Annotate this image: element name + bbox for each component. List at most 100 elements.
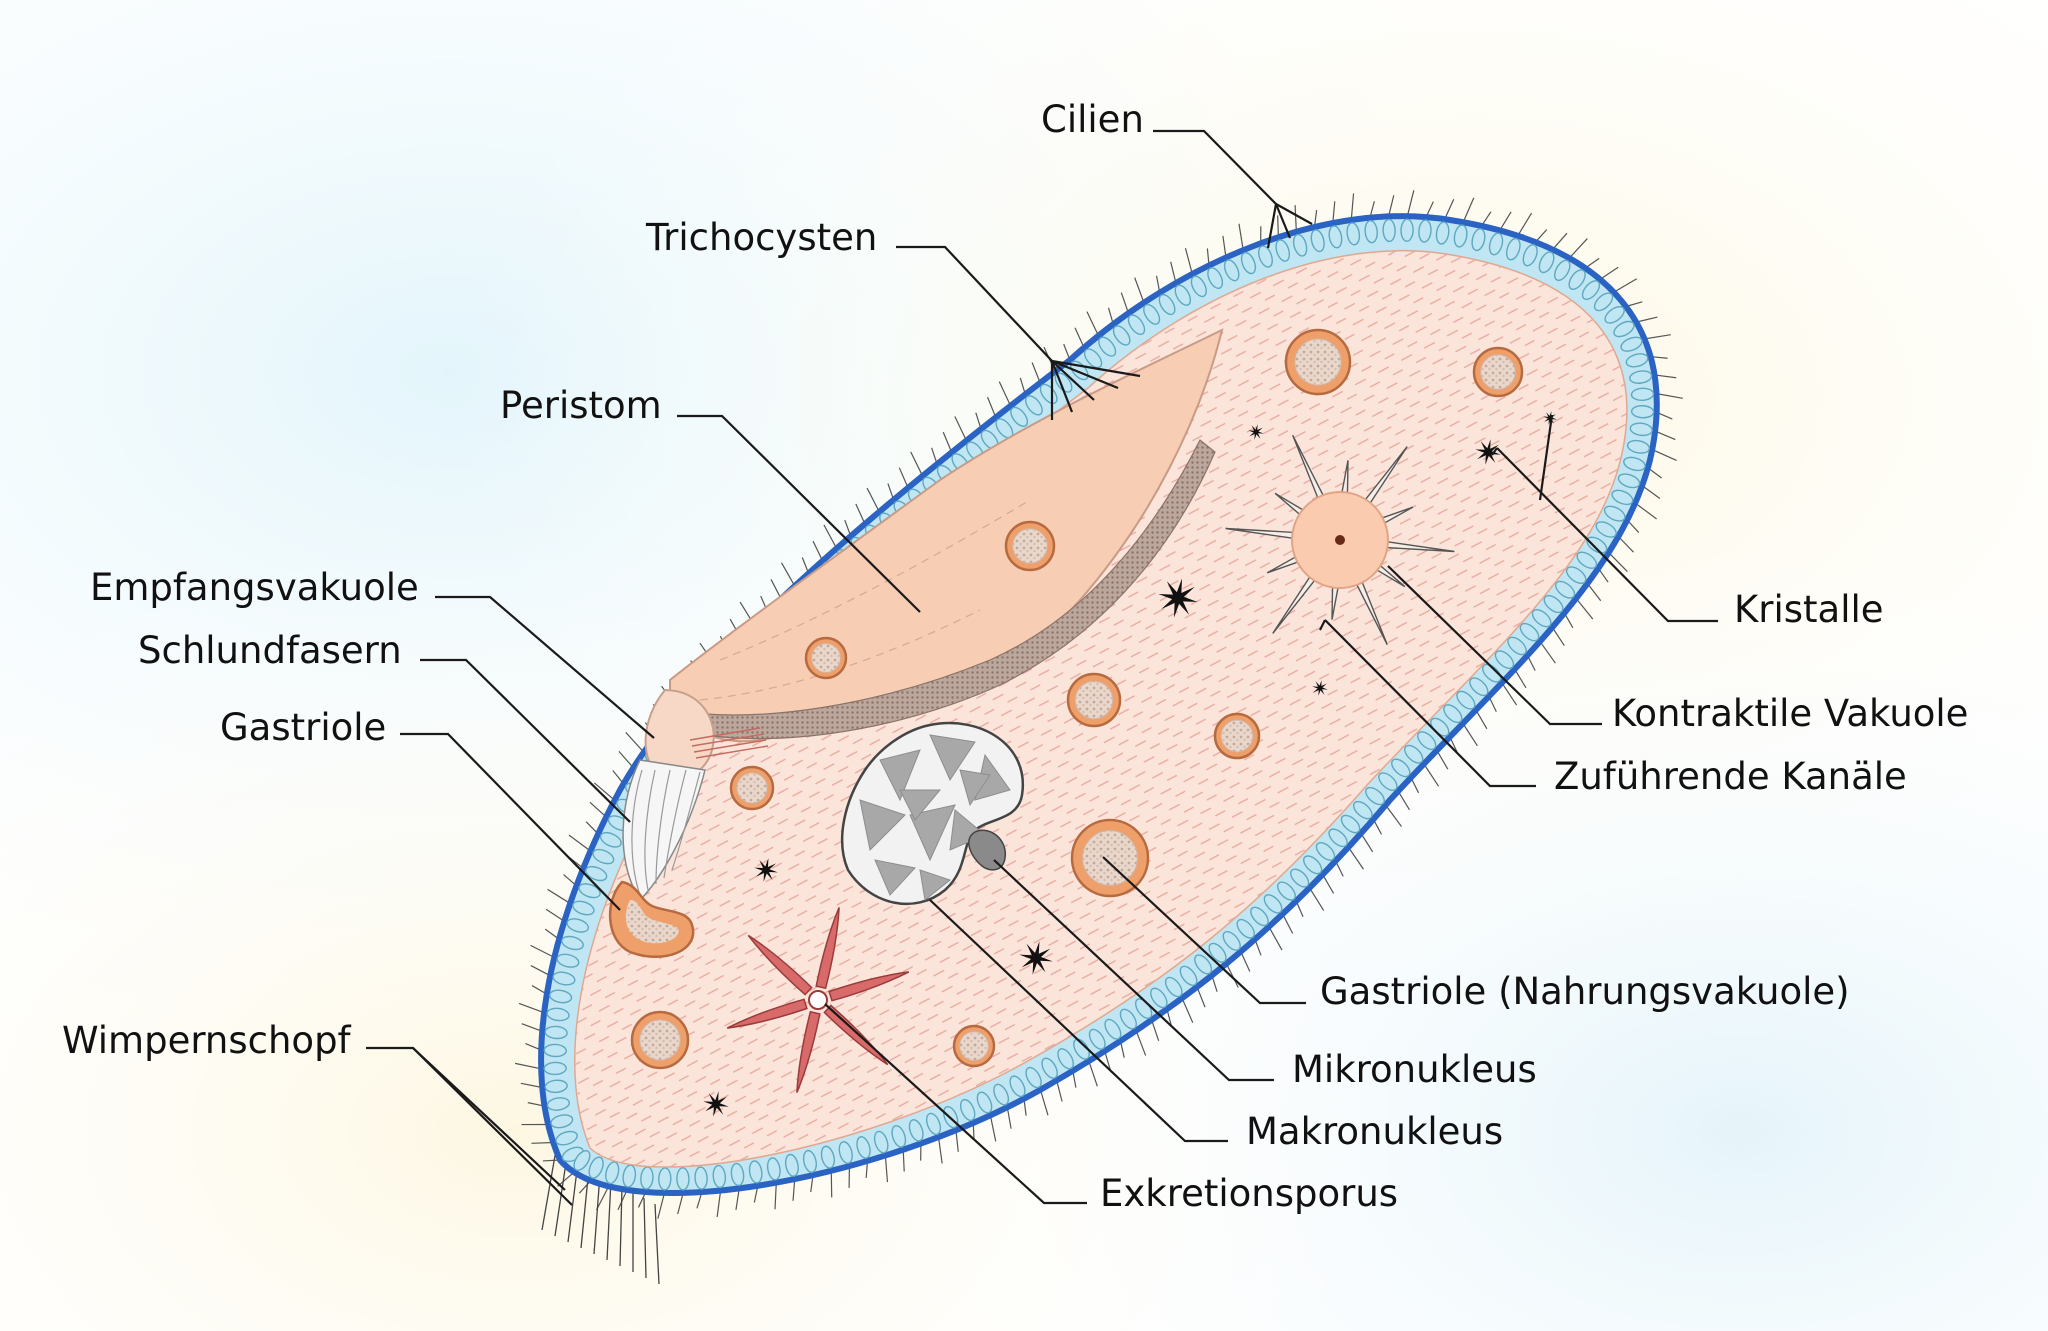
cilium — [823, 524, 838, 549]
crystal — [1248, 424, 1264, 440]
cilium — [866, 487, 880, 512]
alveolus — [1488, 232, 1504, 256]
label-gastriole: Gastriole — [220, 706, 386, 749]
alveolus — [1073, 1038, 1090, 1060]
alveolus — [1581, 280, 1601, 301]
crystal — [703, 1091, 729, 1117]
alveolus — [748, 1160, 763, 1184]
label-zufuehrende-kanaele: Zuführende Kanäle — [1554, 755, 1907, 798]
tuft-cilium — [554, 1155, 568, 1237]
alveolus — [1522, 244, 1538, 267]
alveolus — [1593, 292, 1614, 312]
alveolus — [1179, 965, 1198, 986]
alveolus — [1531, 609, 1552, 628]
cilium — [1222, 235, 1227, 258]
alveolus — [592, 848, 615, 865]
alveolus — [1207, 267, 1224, 289]
alveolus — [1303, 855, 1323, 875]
alveolus — [555, 1130, 578, 1146]
cilium — [1636, 316, 1658, 323]
alveolus — [1098, 336, 1117, 357]
cilium — [1294, 205, 1297, 232]
cilium — [1086, 311, 1100, 336]
peristome — [668, 328, 1224, 743]
crystal — [1475, 439, 1501, 465]
alveolus — [1310, 229, 1325, 253]
cilium — [1575, 597, 1594, 620]
alveolus — [1365, 786, 1385, 806]
alveolus — [802, 1149, 817, 1173]
alveolus — [1603, 505, 1626, 522]
alveolus — [1417, 731, 1437, 751]
cilium — [1397, 790, 1410, 811]
cilium — [589, 801, 607, 818]
crystal — [754, 858, 778, 882]
cilium — [1385, 804, 1403, 827]
cilium — [557, 1171, 575, 1187]
alveolus — [543, 1043, 567, 1058]
alveolus — [1576, 551, 1598, 569]
cilium — [1568, 238, 1588, 259]
cilium — [1656, 393, 1683, 399]
alveolus — [1290, 868, 1310, 888]
alveolus — [573, 1150, 591, 1171]
cilium — [1423, 763, 1440, 787]
cilium — [735, 1188, 740, 1211]
alveolus — [588, 1156, 604, 1179]
chromatin-shard — [874, 859, 916, 896]
cilium — [1332, 201, 1336, 224]
alveolus — [544, 1079, 568, 1094]
alveolus — [959, 1098, 976, 1122]
cilium — [1388, 195, 1395, 217]
cilium — [781, 562, 796, 587]
alveolus — [585, 865, 608, 882]
cilium — [1599, 266, 1619, 280]
tuft-cilium — [619, 1185, 623, 1267]
alveolus — [1276, 881, 1296, 901]
alveolus — [1611, 489, 1634, 506]
alveolus — [712, 1164, 727, 1189]
cilium — [910, 451, 924, 477]
label-kristalle: Kristalle — [1734, 588, 1884, 631]
alveolus — [1568, 269, 1586, 290]
radial-canal — [823, 1004, 889, 1066]
cilium — [1056, 1080, 1063, 1102]
alveolus — [1223, 259, 1240, 282]
cilium — [986, 396, 997, 418]
alveolus — [873, 1130, 889, 1154]
alveolus — [1629, 370, 1653, 384]
cilium — [530, 965, 551, 977]
alveolus — [556, 953, 580, 968]
cilium — [902, 1149, 905, 1172]
alveolus — [1194, 954, 1213, 975]
chromatin-shard — [949, 809, 986, 851]
vacuole-content — [1074, 680, 1114, 720]
cilium — [1347, 846, 1365, 870]
chromatin-shard — [929, 734, 976, 782]
alveolus — [1400, 218, 1414, 242]
cilium — [1238, 223, 1244, 251]
alveolus — [599, 831, 622, 848]
cilium — [1170, 261, 1177, 284]
alveolus — [1623, 456, 1646, 472]
alveolus — [1519, 622, 1540, 642]
crystal — [1312, 680, 1328, 696]
cilium — [1134, 277, 1145, 303]
radial-canal — [747, 934, 813, 996]
alveolus — [1626, 439, 1651, 454]
alveolus — [1604, 305, 1625, 324]
label-empfangsvakuole: Empfangsvakuole — [90, 566, 419, 609]
radial-canal — [726, 998, 808, 1029]
cilium — [1462, 197, 1475, 223]
label-cilien: Cilien — [1041, 98, 1144, 141]
cilium — [1135, 1030, 1147, 1056]
alveolus — [993, 1083, 1010, 1106]
cilium — [1225, 963, 1239, 988]
alveolus — [1554, 259, 1571, 282]
vacuole-content — [1480, 354, 1516, 390]
alveolus — [1595, 521, 1617, 538]
alveolus — [1208, 942, 1227, 963]
alveolus — [1250, 906, 1269, 927]
cilium — [792, 1179, 796, 1201]
cilium — [1181, 997, 1194, 1023]
